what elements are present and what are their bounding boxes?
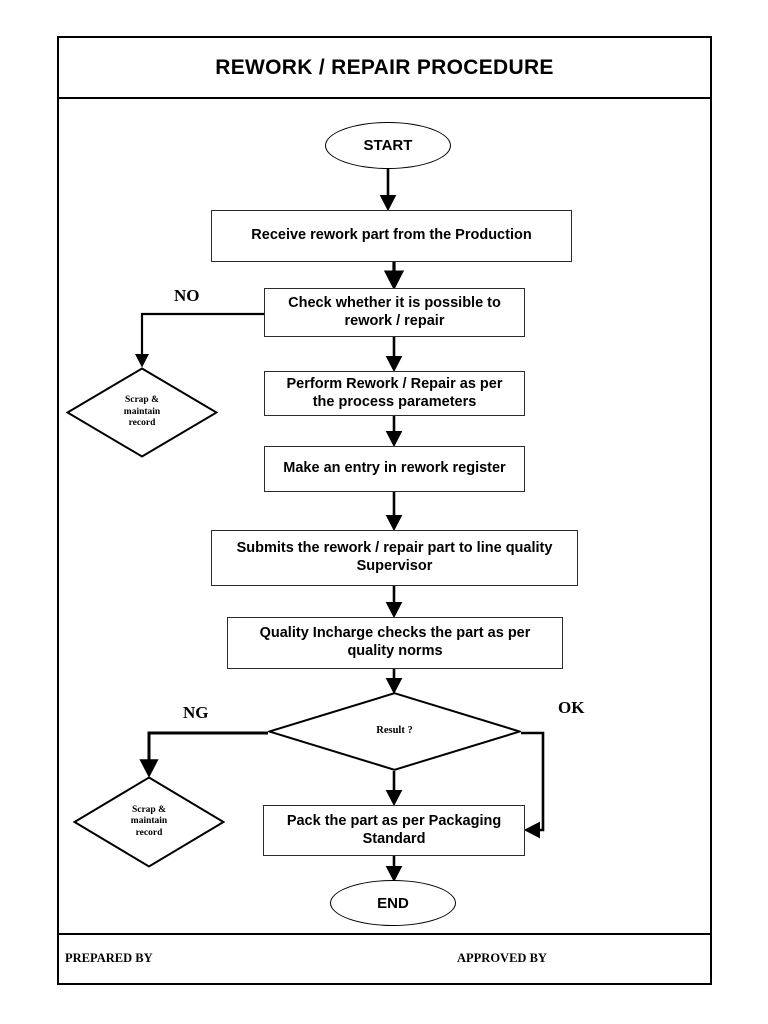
- receive-label: Receive rework part from the Production: [251, 227, 532, 244]
- title-band: REWORK / REPAIR PROCEDURE: [59, 38, 710, 99]
- perform-label: Perform Rework / Repair as per the proce…: [287, 376, 503, 411]
- scrap2-label-line3: record: [135, 827, 163, 838]
- branch-label-no: NO: [174, 286, 200, 305]
- process-make-entry-rework-register[interactable]: Make an entry in rework register: [264, 446, 525, 492]
- decision-scrap-maintain-record-ng[interactable]: Scrap & maintain record: [73, 776, 225, 868]
- scrap2-label: Scrap & maintain record: [131, 805, 167, 839]
- scrap1-label-line1: Scrap &: [124, 395, 160, 406]
- process-check-rework-possible[interactable]: Check whether it is possible to rework /…: [264, 288, 525, 337]
- end-label: END: [377, 894, 409, 912]
- pack-label-line2: Standard: [362, 830, 426, 847]
- submits-label: Submits the rework / repair part to line…: [237, 540, 553, 575]
- process-receive-rework-part[interactable]: Receive rework part from the Production: [211, 210, 572, 262]
- scrap2-label-line2: maintain: [130, 816, 168, 827]
- scrap2-label-line1: Scrap &: [131, 804, 167, 815]
- quality-label: Quality Incharge checks the part as per …: [260, 625, 531, 660]
- diamond-outline-icon: [66, 367, 218, 458]
- process-submit-to-line-quality-supervisor[interactable]: Submits the rework / repair part to line…: [211, 530, 578, 586]
- entry-label: Make an entry in rework register: [283, 460, 506, 477]
- branch-label-ok: OK: [558, 698, 585, 717]
- process-quality-incharge-checks-part[interactable]: Quality Incharge checks the part as per …: [227, 617, 563, 669]
- check-label: Check whether it is possible to rework /…: [288, 295, 501, 330]
- start-terminator[interactable]: START: [325, 122, 451, 169]
- signature-footer: PREPARED BY APPROVED BY: [59, 933, 710, 983]
- pack-label-line1: Pack the part as per Packaging: [286, 812, 502, 829]
- process-perform-rework-repair[interactable]: Perform Rework / Repair as per the proce…: [264, 371, 525, 416]
- quality-label-line2: quality norms: [347, 643, 443, 659]
- diamond-outline-icon: [268, 692, 521, 771]
- perform-label-line2: the process parameters: [312, 393, 477, 410]
- prepared-by-label: PREPARED BY: [65, 951, 153, 965]
- check-label-line1: Check whether it is possible to: [288, 294, 501, 311]
- decision-result[interactable]: Result ?: [268, 692, 521, 771]
- page-title: REWORK / REPAIR PROCEDURE: [215, 55, 554, 79]
- process-pack-part-packaging-standard[interactable]: Pack the part as per Packaging Standard: [263, 805, 525, 856]
- decision-scrap-maintain-record-no[interactable]: Scrap & maintain record: [66, 367, 218, 458]
- submits-label-line2: Supervisor: [356, 558, 433, 574]
- check-label-line2: rework / repair: [344, 312, 445, 329]
- approved-by-label: APPROVED BY: [457, 951, 547, 965]
- pack-label: Pack the part as per Packaging Standard: [287, 813, 501, 848]
- diamond-outline-icon: [73, 776, 225, 868]
- scrap1-label-line2: maintain: [123, 406, 161, 417]
- perform-label-line1: Perform Rework / Repair as per: [286, 375, 503, 392]
- quality-label-line1: Quality Incharge checks the part as per: [259, 625, 531, 642]
- submits-label-line1: Submits the rework / repair part to line…: [236, 540, 553, 557]
- start-label: START: [363, 137, 413, 154]
- result-label: Result ?: [376, 725, 413, 737]
- end-terminator[interactable]: END: [330, 880, 456, 926]
- scrap1-label-line3: record: [128, 418, 156, 429]
- branch-label-ng: NG: [183, 703, 209, 722]
- scrap1-label: Scrap & maintain record: [124, 395, 160, 429]
